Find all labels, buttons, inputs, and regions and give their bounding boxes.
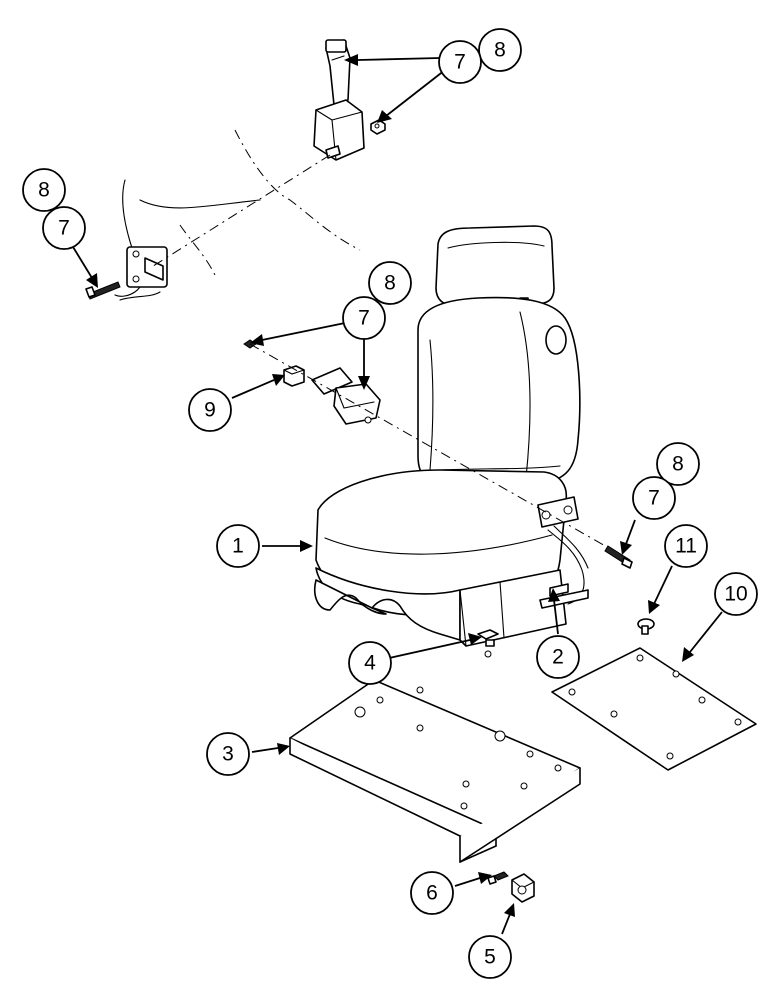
callout-leaders bbox=[69, 54, 723, 935]
svg-text:8: 8 bbox=[494, 39, 506, 62]
svg-text:7: 7 bbox=[454, 51, 466, 74]
callout-8-left: 8 bbox=[22, 168, 66, 212]
svg-text:4: 4 bbox=[364, 652, 376, 675]
mounting-bolt-4 bbox=[477, 629, 499, 658]
svg-text:2: 2 bbox=[552, 646, 564, 669]
callout-7-right: 7 bbox=[632, 476, 676, 520]
svg-text:10: 10 bbox=[724, 583, 747, 606]
callout-11: 11 bbox=[664, 524, 708, 568]
callout-7-middle: 7 bbox=[342, 296, 386, 340]
screw-6 bbox=[487, 871, 509, 885]
seat-base-plate bbox=[289, 679, 581, 863]
callout-2: 2 bbox=[536, 635, 580, 679]
retractor-nut bbox=[370, 119, 386, 135]
callout-7-left: 7 bbox=[42, 206, 86, 250]
upper-belt-centerline bbox=[149, 154, 331, 269]
screw-11 bbox=[637, 618, 655, 635]
callout-4: 4 bbox=[348, 641, 392, 685]
svg-text:7: 7 bbox=[648, 487, 660, 510]
callout-6: 6 bbox=[410, 871, 454, 915]
callout-1: 1 bbox=[216, 524, 260, 568]
svg-text:8: 8 bbox=[384, 272, 396, 295]
svg-text:1: 1 bbox=[232, 535, 244, 558]
svg-text:6: 6 bbox=[426, 882, 438, 905]
cover-plate bbox=[551, 647, 757, 771]
svg-text:8: 8 bbox=[672, 453, 684, 476]
seat-belt-buckle bbox=[311, 367, 381, 425]
svg-text:9: 9 bbox=[204, 399, 216, 422]
callout-7-top: 7 bbox=[438, 40, 482, 84]
lap-belt-centerline bbox=[249, 343, 631, 561]
callout-8-right: 8 bbox=[656, 442, 700, 486]
seat-assembly bbox=[314, 225, 589, 647]
svg-text:8: 8 bbox=[38, 179, 50, 202]
retractor-shoulder-belt bbox=[313, 39, 365, 161]
svg-text:3: 3 bbox=[222, 743, 234, 766]
belt-spacer-9 bbox=[283, 365, 305, 387]
callout-5: 5 bbox=[468, 935, 512, 979]
anchor-bolt-right bbox=[604, 545, 633, 569]
callout-10: 10 bbox=[714, 572, 758, 616]
cage-nut-5 bbox=[511, 873, 535, 903]
callout-9: 9 bbox=[188, 388, 232, 432]
svg-text:7: 7 bbox=[358, 307, 370, 330]
callout-8-top: 8 bbox=[478, 28, 522, 72]
svg-text:11: 11 bbox=[675, 535, 697, 558]
callout-3: 3 bbox=[206, 732, 250, 776]
callout-8-middle: 8 bbox=[368, 261, 412, 305]
svg-text:7: 7 bbox=[58, 217, 70, 240]
anchor-bolt-left bbox=[85, 281, 121, 300]
svg-text:5: 5 bbox=[484, 946, 496, 969]
